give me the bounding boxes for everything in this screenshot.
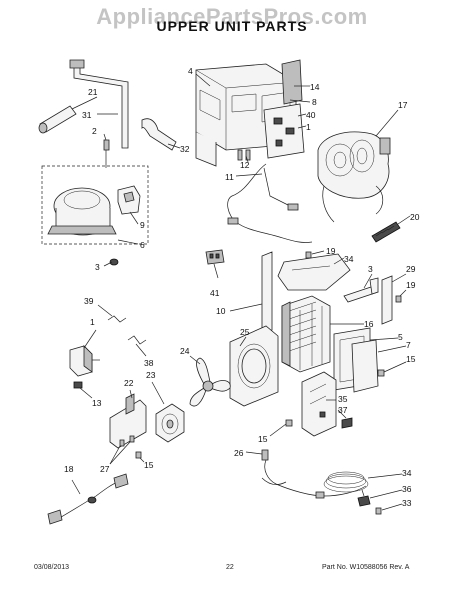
part-plate-7 xyxy=(351,339,379,393)
footer-date: 03/08/2013 xyxy=(34,564,70,571)
callout-12: 12 xyxy=(240,160,250,170)
part-connector-41 xyxy=(205,249,225,265)
callout-37: 37 xyxy=(338,405,348,415)
part-compressor-relay xyxy=(117,185,141,215)
callout-14: 14 xyxy=(310,82,320,92)
part-screw-15a xyxy=(377,369,385,377)
part-bracket-10 xyxy=(261,251,273,335)
part-overload xyxy=(69,345,100,377)
callout-19a: 19 xyxy=(326,246,336,256)
callout-8: 8 xyxy=(312,97,317,107)
callout-25: 25 xyxy=(240,327,250,337)
callout-19b: 19 xyxy=(406,280,416,290)
part-evaporator xyxy=(281,295,331,373)
part-thermistor xyxy=(371,221,401,243)
part-fan-shroud xyxy=(229,325,279,407)
part-terminal-12 xyxy=(237,149,251,161)
callout-26: 26 xyxy=(234,448,244,458)
callout-9: 9 xyxy=(140,220,145,230)
callout-40: 40 xyxy=(306,110,316,120)
callout-22: 22 xyxy=(124,378,134,388)
part-cover-33 xyxy=(277,253,351,291)
part-screw-15c xyxy=(135,451,142,459)
callout-16: 16 xyxy=(364,319,374,329)
part-damper-motor-assembly xyxy=(317,131,391,223)
part-screw-2 xyxy=(103,139,110,168)
callout-41: 41 xyxy=(210,288,220,298)
part-screw-19 xyxy=(305,251,312,259)
callout-20: 20 xyxy=(410,212,420,222)
callout-23: 23 xyxy=(146,370,156,380)
watermark: AppliancePartsPros.com xyxy=(96,4,368,29)
part-condenser-fan-motor xyxy=(155,403,185,443)
callout-1-board: 1 xyxy=(306,122,311,132)
callout-15a: 15 xyxy=(406,354,416,364)
callout-35: 35 xyxy=(338,394,348,404)
part-wire-harness-34 xyxy=(261,459,369,499)
part-bracket-22 xyxy=(109,393,147,449)
callout-33: 34 xyxy=(344,254,354,264)
part-screw-19b xyxy=(395,295,402,303)
footer-part-no: Part No. W10588056 Rev. A xyxy=(322,564,410,571)
callout-15b: 15 xyxy=(258,434,268,444)
part-screw-15b xyxy=(285,419,293,427)
part-connector-26 xyxy=(261,449,269,461)
part-bracket-35 xyxy=(301,371,337,437)
callout-6: 6 xyxy=(140,240,145,250)
part-fan-blade xyxy=(189,357,231,407)
callout-27: 27 xyxy=(100,464,110,474)
callout-24: 24 xyxy=(180,346,190,356)
part-power-harness xyxy=(47,473,129,525)
callout-1: 1 xyxy=(90,317,95,327)
part-clip-37 xyxy=(341,417,353,429)
callout-3: 3 xyxy=(95,262,100,272)
callout-32: 33 xyxy=(402,498,412,508)
part-discharge-tube xyxy=(69,59,129,149)
callout-28: 3 xyxy=(368,264,373,274)
callout-5: 5 xyxy=(398,332,403,342)
page-title: UPPER UNIT PARTS xyxy=(156,18,308,34)
callout-7: 7 xyxy=(406,340,411,350)
callout-17: 17 xyxy=(398,100,408,110)
callout-39: 38 xyxy=(144,358,154,368)
callout-21: 21 xyxy=(88,87,98,97)
part-screws-27 xyxy=(119,435,135,447)
part-grommet xyxy=(109,258,119,266)
callout-13: 13 xyxy=(92,398,102,408)
part-clip-36 xyxy=(357,489,371,507)
callout-36: 36 xyxy=(402,484,412,494)
callout-38: 39 xyxy=(84,296,94,306)
callout-18: 18 xyxy=(64,464,74,474)
callout-15c: 15 xyxy=(144,460,154,470)
part-wire-harness-11 xyxy=(227,163,313,243)
part-bracket-29 xyxy=(381,275,393,325)
callout-4: 4 xyxy=(188,66,193,76)
footer-page: 22 xyxy=(226,564,234,571)
part-compressor xyxy=(47,187,117,236)
callout-10: 10 xyxy=(216,306,226,316)
part-wire-38 xyxy=(107,315,127,323)
callout-31: 32 xyxy=(180,144,190,154)
callout-11: 11 xyxy=(225,172,234,182)
part-clip-13 xyxy=(73,381,83,389)
callout-34: 34 xyxy=(402,468,412,478)
part-filter-drier xyxy=(38,105,77,134)
part-screw-32 xyxy=(375,507,382,515)
part-wire-39 xyxy=(127,335,147,345)
callout-29: 29 xyxy=(406,264,416,274)
part-bracket-28 xyxy=(343,277,379,303)
callout-2: 2 xyxy=(92,126,97,136)
part-control-board xyxy=(263,59,305,159)
callout-30: 31 xyxy=(82,110,92,120)
part-suction-tube xyxy=(141,118,177,151)
